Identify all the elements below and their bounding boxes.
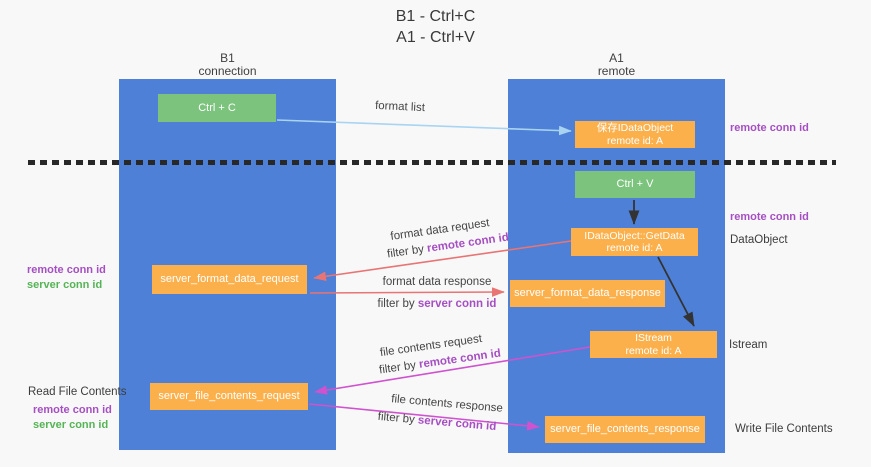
title-line-1: B1 - Ctrl+C <box>395 8 476 25</box>
left-remote-conn-id-bottom-label: remote conn id <box>33 404 112 416</box>
title-line-2: A1 - Ctrl+V <box>396 29 475 46</box>
node-ctrl-v: Ctrl + V <box>575 171 695 198</box>
server-conn-id-key: server conn id <box>417 414 497 434</box>
left-server-conn-id-mid-label: server conn id <box>27 279 103 291</box>
format-list-label: format list <box>374 99 426 115</box>
node-ctrl-c: Ctrl + C <box>158 94 276 122</box>
format-data-response-filter-label: filter by server conn id <box>378 298 497 310</box>
format-data-response-arrow <box>309 287 505 297</box>
node-server-file-contents-request: server_file_contents_request <box>150 383 308 410</box>
filter-by-text: filter by <box>377 298 418 310</box>
left-server-conn-id-bottom-label: server conn id <box>33 419 109 431</box>
istream-label: Istream <box>729 339 768 351</box>
lane-header-b1: B1 connection <box>119 52 336 78</box>
write-file-contents-label: Write File Contents <box>735 423 833 435</box>
server-conn-id-key: server conn id <box>417 298 497 310</box>
node-server-format-data-response-label: server_format_data_response <box>514 287 661 300</box>
node-save-idataobject-line1: 保存IDataObject <box>596 122 674 134</box>
format-data-response-label: format data response <box>382 276 492 288</box>
file-contents-response-filter-label: filter by server conn id <box>377 411 496 433</box>
node-idataobject-getdata: IDataObject::GetData remote id: A <box>571 228 698 256</box>
node-ctrl-v-label: Ctrl + V <box>616 178 654 191</box>
node-save-idataobject-line2: remote id: A <box>606 134 664 147</box>
lane-a1-title: A1 <box>609 51 624 65</box>
lane-b1-title: B1 <box>220 51 235 65</box>
node-istream-line2: remote id: A <box>625 344 682 357</box>
node-istream: IStream remote id: A <box>590 331 717 358</box>
phase-separator-dashed-line <box>28 160 836 165</box>
file-contents-response-label: file contents response <box>390 393 504 415</box>
node-server-format-data-request-label: server_format_data_request <box>160 273 299 286</box>
diagram-title: B1 - Ctrl+C A1 - Ctrl+V <box>0 6 871 48</box>
node-ctrl-c-label: Ctrl + C <box>198 101 236 114</box>
node-server-file-contents-response: server_file_contents_response <box>545 416 705 443</box>
left-remote-conn-id-mid-label: remote conn id <box>27 264 106 276</box>
node-getdata-line2: remote id: A <box>606 242 663 254</box>
read-file-contents-label: Read File Contents <box>28 386 127 398</box>
node-getdata-line1: IDataObject::GetData <box>584 229 685 242</box>
node-server-format-data-response: server_format_data_response <box>510 280 665 307</box>
lane-header-a1: A1 remote <box>508 52 725 78</box>
node-server-file-contents-response-label: server_file_contents_response <box>550 423 700 436</box>
right-remote-conn-id-mid-label: remote conn id <box>730 211 809 223</box>
filter-by-text: filter by <box>377 410 419 427</box>
filter-by-text: filter by <box>378 358 420 377</box>
lane-a1-subtitle: remote <box>597 64 636 78</box>
node-save-idataobject: 保存IDataObject remote id: A <box>575 121 695 148</box>
node-istream-line1: IStream <box>635 332 672 344</box>
node-server-format-data-request: server_format_data_request <box>152 265 307 294</box>
lane-b1-subtitle: connection <box>198 64 257 78</box>
right-remote-conn-id-top-label: remote conn id <box>730 122 809 134</box>
dataobject-label: DataObject <box>730 234 788 246</box>
filter-by-text: filter by <box>386 242 428 261</box>
node-server-file-contents-request-label: server_file_contents_request <box>158 390 300 403</box>
